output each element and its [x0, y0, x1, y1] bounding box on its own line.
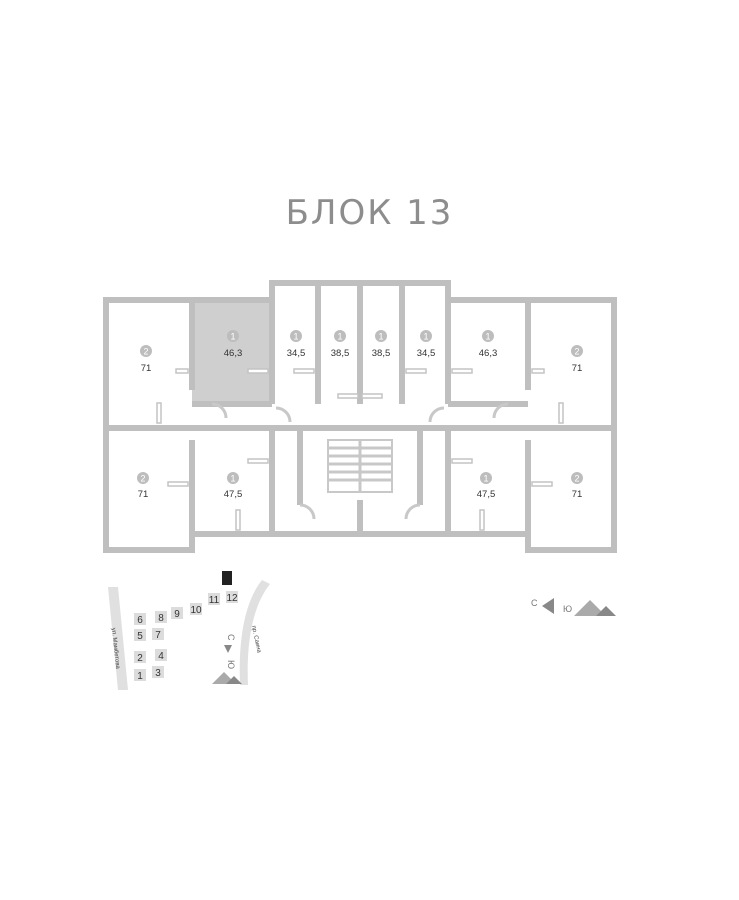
site-block-label: 6	[137, 615, 143, 626]
apartment-a10[interactable]: 1 47,5	[192, 428, 272, 534]
site-block-8[interactable]	[155, 611, 167, 623]
apartment-area: 38,5	[331, 348, 350, 359]
site-block-12[interactable]	[226, 591, 238, 603]
site-block-label: 9	[174, 609, 180, 620]
apartment-area: 47,5	[477, 489, 496, 500]
site-block-label: 3	[155, 668, 161, 679]
room-count-badge: 1	[483, 474, 488, 484]
apartment-area: 34,5	[417, 348, 436, 359]
apartment-area: 38,5	[372, 348, 391, 359]
apartment-area: 47,5	[224, 489, 243, 500]
apartment-area: 71	[138, 489, 149, 500]
room-count-badge: 1	[378, 332, 383, 342]
apartment-a9[interactable]: 2 71	[106, 428, 192, 550]
site-block-4[interactable]	[155, 649, 167, 661]
apartment-area: 46,3	[479, 348, 498, 359]
room-count-badge: 1	[293, 332, 298, 342]
apartment-a8[interactable]: 2 71	[528, 300, 614, 428]
room-count-badge: 2	[140, 474, 145, 484]
apartment-a1[interactable]: 2 71	[106, 300, 192, 428]
street-label: пр. Саина	[250, 625, 262, 654]
site-block-2[interactable]	[134, 651, 146, 663]
apartment-area: 34,5	[287, 348, 306, 359]
apartment-area: 46,3	[224, 348, 243, 359]
site-block-9[interactable]	[171, 607, 183, 619]
room-count-badge: 1	[230, 332, 235, 342]
room-count-badge: 2	[574, 347, 579, 357]
room-count-badge: 2	[143, 347, 148, 357]
apartment-a7[interactable]: 1 46,3	[448, 300, 528, 404]
site-block-10[interactable]	[190, 603, 202, 615]
site-block-6[interactable]	[134, 613, 146, 625]
site-block-7[interactable]	[152, 628, 164, 640]
room-count-badge: 1	[423, 332, 428, 342]
site-block-label: 12	[226, 593, 238, 604]
street-label: ул. Мамбетова	[110, 628, 120, 670]
map-compass-south: Ю	[226, 660, 236, 669]
compass: С Ю	[531, 598, 616, 616]
compass-north-label: С	[531, 598, 538, 608]
apartment-area: 71	[572, 489, 583, 500]
room-count-badge: 1	[337, 332, 342, 342]
site-block-label: 11	[209, 595, 220, 606]
site-block-label: 2	[137, 653, 143, 664]
site-block-label: 4	[158, 651, 164, 662]
stairwell	[327, 439, 393, 493]
walls	[103, 280, 617, 553]
apartment-area: 71	[141, 363, 152, 374]
room-count-badge: 2	[574, 474, 579, 484]
site-block-label: 10	[190, 605, 202, 616]
site-block-13[interactable]	[222, 571, 232, 585]
apartment-area: 71	[572, 363, 583, 374]
room-count-badge: 1	[230, 474, 235, 484]
apartment-a3[interactable]: 1 34,5	[272, 283, 318, 404]
site-block-1[interactable]	[134, 669, 146, 681]
site-block-label: 8	[158, 613, 164, 624]
site-block-5[interactable]	[134, 629, 146, 641]
apartment-a5[interactable]: 1 38,5	[360, 283, 402, 404]
site-block-label: 7	[155, 630, 161, 641]
site-block-3[interactable]	[152, 666, 164, 678]
site-block-label: 5	[137, 631, 143, 642]
room-count-badge: 1	[485, 332, 490, 342]
apartment-a2[interactable]: 1 46,3	[192, 300, 272, 404]
compass-south-label: Ю	[563, 604, 572, 614]
site-block-label: 1	[137, 671, 143, 682]
fixtures	[156, 368, 564, 531]
site-block-11[interactable]	[208, 593, 220, 605]
apartment-a11[interactable]: 1 47,5	[448, 428, 528, 534]
block-title: БЛОК 13	[285, 193, 454, 233]
apartment-a12[interactable]: 2 71	[528, 428, 614, 550]
apartment-a6[interactable]: 1 34,5	[402, 283, 448, 404]
apartment-a4[interactable]: 1 38,5	[318, 283, 360, 404]
map-compass-north: С	[226, 634, 236, 641]
